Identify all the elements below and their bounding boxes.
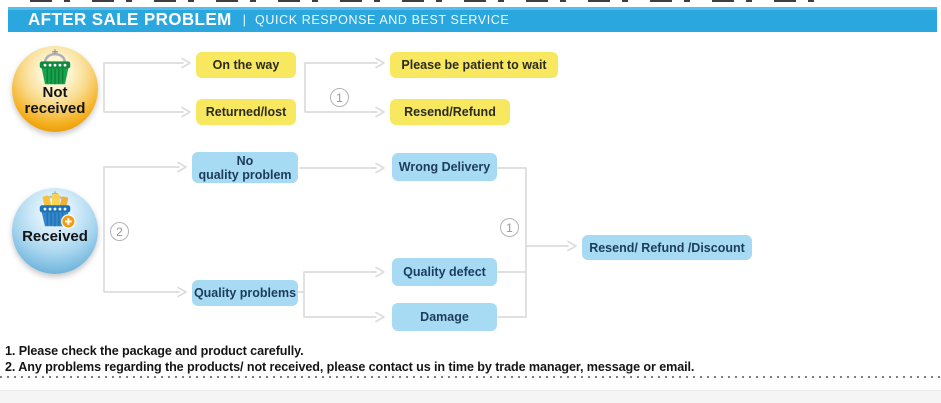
step-badge-1-right: 1 — [500, 218, 519, 237]
bottom-gray-band — [0, 390, 941, 403]
node-quality-defect: Quality defect — [392, 258, 497, 286]
step-badge-2: 2 — [110, 222, 129, 241]
node-no-quality-problem: No quality problem — [192, 152, 298, 183]
node-returned-lost: Returned/lost — [196, 99, 296, 125]
green-basket-icon — [31, 48, 79, 93]
header-separator: | — [242, 12, 247, 27]
node-resend-refund-discount: Resend/ Refund /Discount — [582, 235, 752, 260]
note-line-2: 2. Any problems regarding the products/ … — [5, 360, 695, 374]
header-title: AFTER SALE PROBLEM — [28, 9, 232, 29]
blue-basket-plus-icon — [29, 190, 81, 237]
node-quality-problems: Quality problems — [192, 280, 298, 306]
node-resend-refund: Resend/Refund — [390, 99, 510, 125]
clipped-text-remnant — [30, 0, 830, 2]
section-header: AFTER SALE PROBLEM | QUICK RESPONSE AND … — [8, 7, 937, 32]
not-received-sphere: Not received — [12, 46, 98, 132]
node-please-be-patient: Please be patient to wait — [390, 52, 558, 78]
node-damage: Damage — [392, 303, 497, 331]
step-badge-1-top: 1 — [330, 88, 349, 107]
received-label: Received — [22, 228, 88, 245]
note-line-1: 1. Please check the package and product … — [5, 344, 304, 358]
received-sphere: Received — [12, 188, 98, 274]
not-received-label: Not received — [24, 84, 86, 117]
footer-notes: 1. Please check the package and product … — [5, 343, 694, 375]
node-wrong-delivery: Wrong Delivery — [392, 153, 497, 181]
header-subtitle: QUICK RESPONSE AND BEST SERVICE — [255, 12, 510, 27]
node-on-the-way: On the way — [196, 52, 296, 78]
dotted-divider — [0, 376, 941, 378]
